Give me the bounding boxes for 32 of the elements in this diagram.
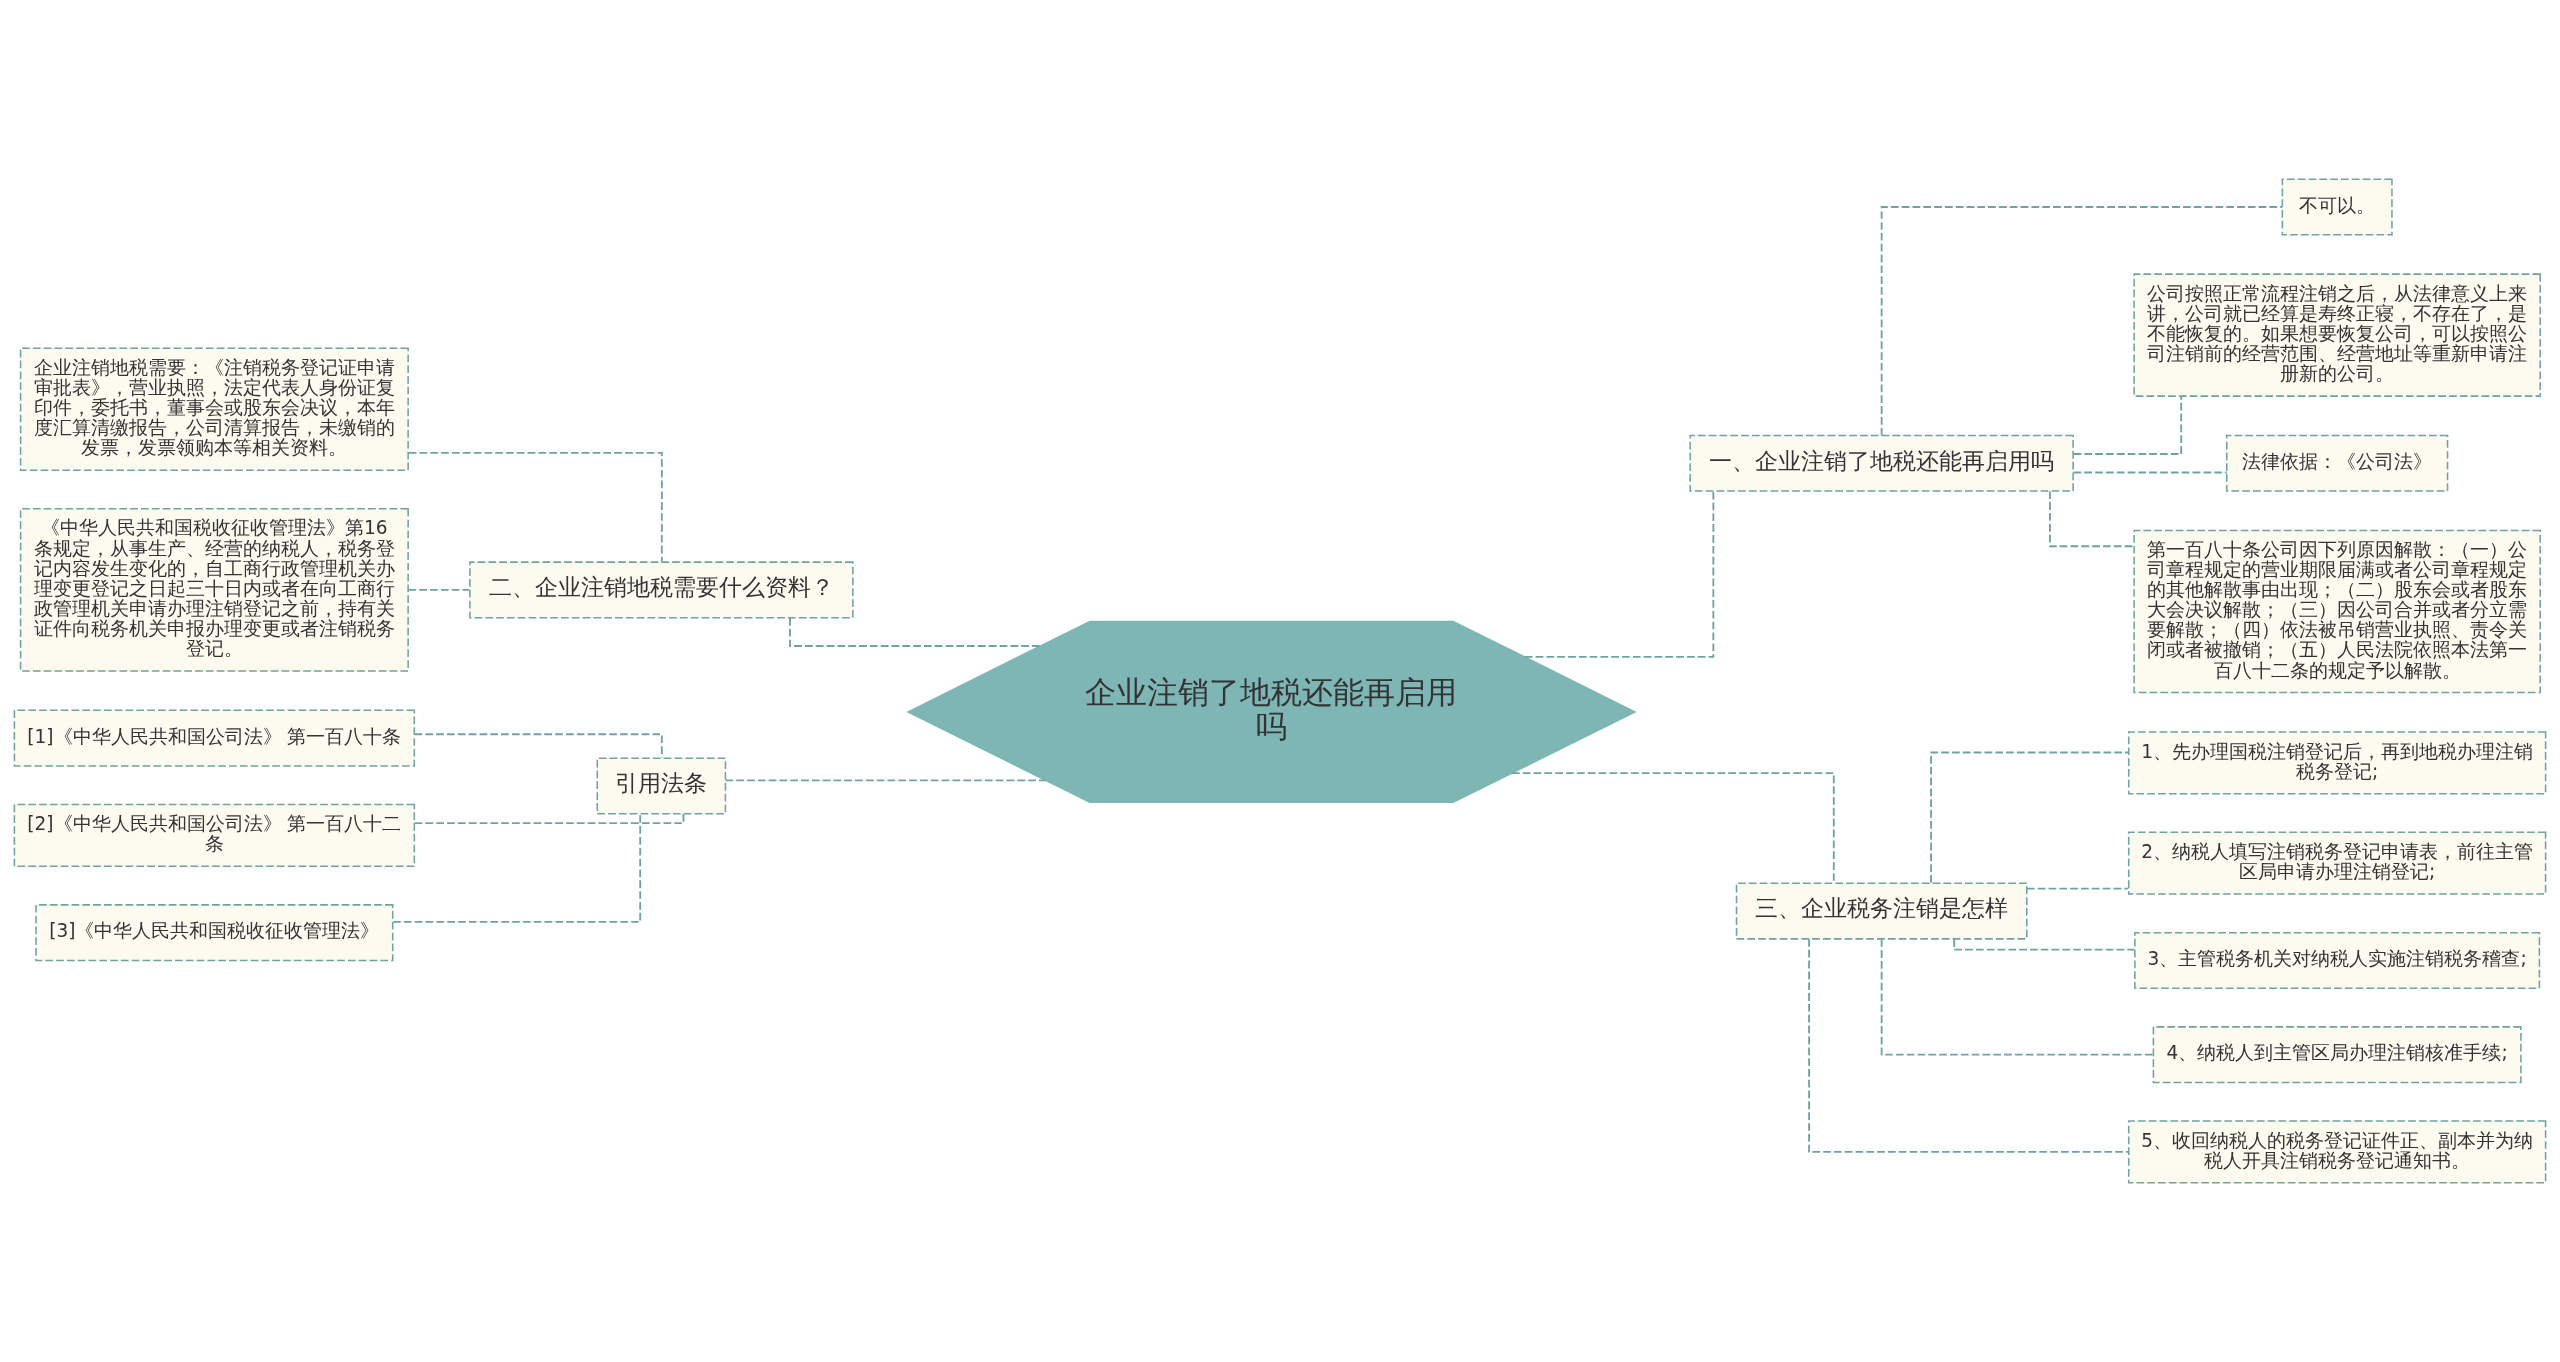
connector [2072,395,2183,455]
connector [392,813,642,923]
node-box: 一、企业注销了地税还能再启用吗 [1689,434,2074,492]
node-box: 引用法条 [596,757,727,815]
connector [407,451,663,563]
connector [413,813,685,824]
node-box: 不可以。 [2281,178,2393,236]
node-box: 第一百八十条公司因下列原因解散：（一）公司章程规定的营业期限届满或者公司章程规定的其他解散事由出现；（二）股东会或者股东大会决议解散；（三）因公司合并或者分立需要解散；（四）依法被吊销营业执照、责令关闭或者被撤销；（五）人民法院依照本法第一百八十二条的规定予以解散。 [2133,529,2541,694]
connector [1880,938,2155,1056]
node-box: [3]《中华人民共和国税收征收管理法》 [35,904,394,962]
node-box: 法律依据：《公司法》 [2226,434,2449,492]
node-box: [1]《中华人民共和国公司法》 第一百八十条 [13,709,416,767]
connector [407,588,471,591]
node-box: 三、企业税务注销是怎样 [1735,882,2028,940]
connector [724,779,1047,782]
node-box: 4、纳税人到主管区局办理注销核准手续; [2152,1026,2522,1084]
node-box: 二、企业注销地税需要什么资料？ [469,561,854,619]
connector [1930,751,2130,884]
node-box: [2]《中华人民共和国公司法》 第一百八十二条 [13,803,416,868]
node-box: 企业注销地税需要：《注销税务登记证申请审批表》，营业执照，法定代表人身份证复印件，委托书，董事会或股东会决议，本年度汇算清缴报告，公司清算报告，未缴销的发票，发票领购本等相关资料。 [19,347,409,471]
connector [2072,471,2228,474]
node-box: 3、主管税务机关对纳税人实施注销税务稽查; [2134,931,2541,990]
node-box: 5、收回纳税人的税务登记证件正、副本并为纳税人开具注销税务登记通知书。 [2127,1120,2547,1184]
node-box: 公司按照正常流程注销之后，从法律意义上来讲，公司就已经算是寿终正寝，不存在了，是不能恢复的。如果想要恢复公司，可以按照公司注销前的经营范围、经营地址等重新申请注册新的公司。 [2133,273,2541,397]
connector [2049,490,2135,548]
connector [1523,490,1715,658]
node-box: 1、先办理国税注销登记后，再到地税办理注销税务登记; [2127,731,2547,795]
connector [2026,887,2130,890]
connector [1808,938,2130,1153]
connector [1880,206,2284,437]
node-box: 《中华人民共和国税收征收管理法》第16条规定，从事生产、经营的纳税人，税务登记内容发生变化的，自工商行政管理机关办理变更登记之日起三十日内或者在向工商行政管理机关申请办理注销登记之前，持有关证件向税务机关申报办理变更或者注销税务登记。 [19,508,409,672]
node-box: 2、纳税人填写注销税务登记申请表，前往主管区局申请办理注销登记; [2127,831,2547,895]
